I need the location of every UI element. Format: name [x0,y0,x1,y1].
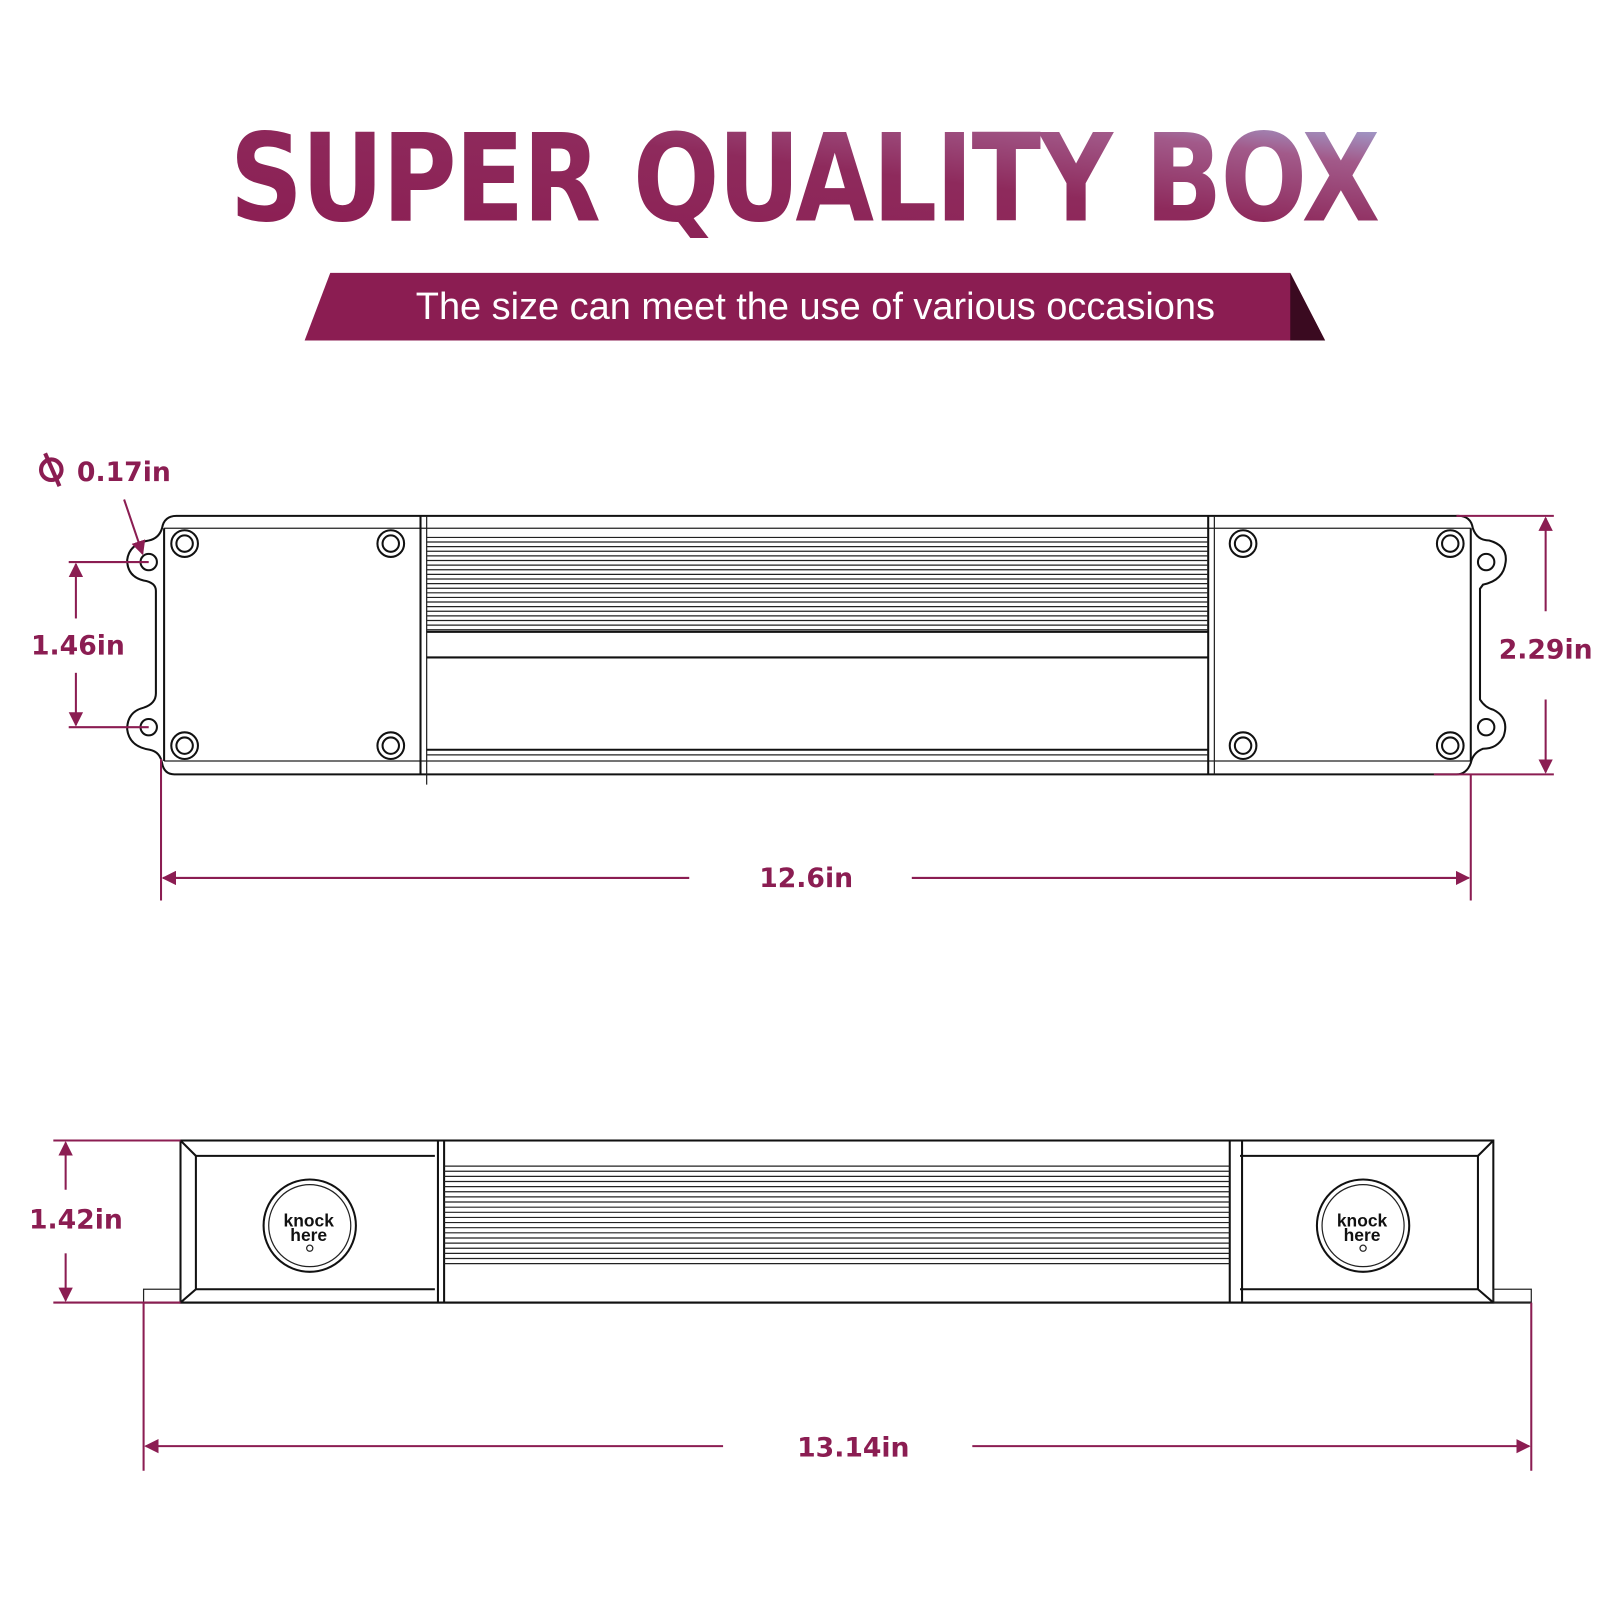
diameter-icon [38,452,64,487]
subtitle-banner: The size can meet the use of various occ… [304,272,1326,341]
side-height-label: 1.42in [29,1205,123,1236]
side-view-drawing: knock here knock here [142,1139,1532,1304]
side-length-label: 13.14in [797,1432,909,1463]
knock-label: knock [284,1211,335,1231]
knock-here-button-right: knock here [1315,1178,1411,1273]
subtitle-text: The size can meet the use of various occ… [416,286,1215,328]
page-title: SUPER QUALITY BOX [230,109,1379,250]
screw-icon [170,731,199,760]
screw-icon [1228,529,1258,558]
screw-icon [376,529,406,558]
screw-icon [376,731,406,760]
side-view-dimensions: 1.42in 13.14in [29,1139,1533,1471]
mount-hole [1476,552,1496,572]
knock-here-button-left: knock here [262,1178,357,1273]
screw-icon [170,529,199,558]
top-view-drawing [126,514,1507,785]
top-view-dimensions: 0.17in 1.46in 2.29in 12.6in [31,452,1593,901]
screw-icon [1228,731,1258,760]
hole-spacing-label: 1.46in [31,630,125,661]
knock-label: knock [1337,1211,1388,1231]
here-label: here [290,1225,327,1245]
screw-icon [1435,529,1465,558]
length-label: 12.6in [759,863,853,894]
hole-diameter-label: 0.17in [77,457,171,488]
screw-icon [1435,731,1465,760]
height-label: 2.29in [1499,634,1593,665]
mount-hole [1476,717,1496,737]
here-label: here [1344,1225,1381,1245]
